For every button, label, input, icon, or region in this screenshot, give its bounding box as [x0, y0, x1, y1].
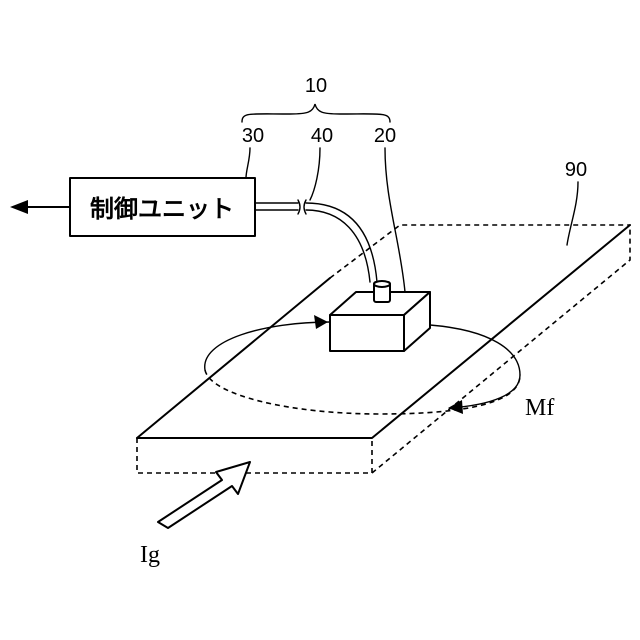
- label-30: 30: [242, 125, 264, 147]
- leader-40: [310, 148, 320, 200]
- label-40: 40: [311, 125, 333, 147]
- leader-20: [385, 148, 405, 292]
- current-arrow: [158, 462, 250, 528]
- assembly-bracket: [242, 104, 390, 122]
- label-10: 10: [305, 75, 327, 97]
- label-90: 90: [565, 159, 587, 181]
- output-arrow: [10, 200, 70, 214]
- leader-30: [246, 148, 250, 178]
- field-arrowhead-1: [314, 315, 328, 329]
- label-20: 20: [374, 125, 396, 147]
- field-arrowhead-2: [448, 400, 463, 414]
- label-ig: Ig: [140, 542, 160, 568]
- leader-90: [567, 182, 578, 245]
- label-mf: Mf: [525, 395, 554, 421]
- signal-cable: [255, 200, 377, 282]
- control-unit-label: 制御ユニット: [90, 195, 234, 223]
- sensor-block: [330, 281, 430, 351]
